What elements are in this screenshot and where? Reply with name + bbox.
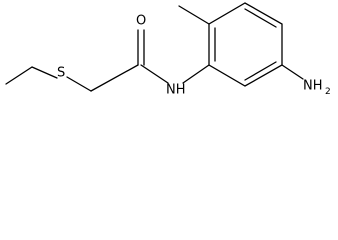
bond-ethyl-ch3-ch2 xyxy=(5,66,33,85)
amine-subscript: 2 xyxy=(325,87,331,97)
bond-carbonyl-nh xyxy=(140,64,169,84)
bond-ch2-carbonyl xyxy=(90,64,139,92)
chemical-structure: S O NH NH 2 xyxy=(5,2,331,98)
benzene-ring xyxy=(208,2,283,87)
bond-s-ch2 xyxy=(66,76,92,92)
amine-label: NH xyxy=(303,79,323,94)
ring-double-bond-top xyxy=(244,8,277,28)
bond-ring-methyl xyxy=(178,5,210,25)
sulfur-atom-label: S xyxy=(57,66,65,81)
oxygen-atom-label: O xyxy=(136,14,146,29)
bond-ethyl-ch2-s xyxy=(31,66,58,79)
bond-nh-ring xyxy=(182,64,210,84)
bond-ring-amine xyxy=(281,64,304,80)
ring-double-bond-bottom xyxy=(244,61,277,81)
amide-nh-label: NH xyxy=(166,83,186,98)
